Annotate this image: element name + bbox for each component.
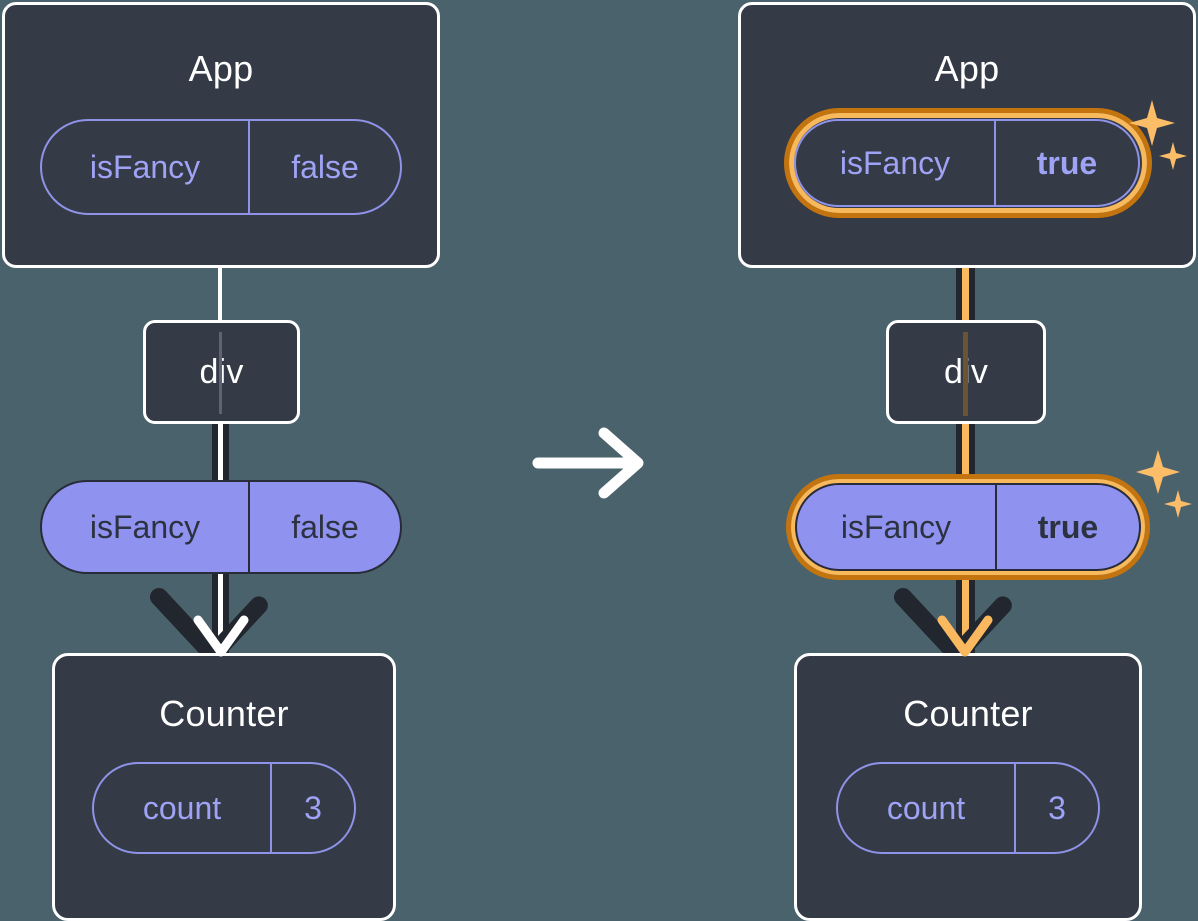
node-app-left-title: App bbox=[188, 48, 254, 89]
connector-prop-to-counter-left-core bbox=[218, 566, 223, 662]
node-app-right-title: App bbox=[934, 48, 1000, 89]
state-pill-app-left[interactable]: isFancy false bbox=[40, 119, 402, 215]
connector-inside-div-left bbox=[219, 332, 222, 414]
node-app-left[interactable]: App isFancy false bbox=[2, 2, 440, 268]
prop-pill-left-key: isFancy bbox=[89, 509, 201, 545]
state-pill-counter-right[interactable]: count 3 bbox=[836, 762, 1100, 854]
state-pill-app-right-key: isFancy bbox=[839, 145, 951, 181]
node-counter-right-title: Counter bbox=[903, 693, 1033, 734]
node-counter-left[interactable]: Counter count 3 bbox=[52, 653, 396, 921]
state-pill-counter-left[interactable]: count 3 bbox=[92, 762, 356, 854]
prop-pill-right-value: true bbox=[1037, 509, 1099, 545]
arrow-head-left bbox=[193, 615, 249, 657]
prop-pill-left[interactable]: isFancy false bbox=[40, 480, 402, 574]
state-pill-counter-right-key: count bbox=[886, 790, 966, 826]
state-pill-app-left-value: false bbox=[291, 149, 359, 185]
node-app-right[interactable]: App isFancy true bbox=[738, 2, 1196, 268]
connector-div-to-prop-right-core bbox=[962, 420, 969, 484]
state-pill-app-left-key: isFancy bbox=[89, 149, 201, 185]
prop-pill-right[interactable]: isFancy true bbox=[795, 483, 1141, 571]
prop-pill-right-key: isFancy bbox=[840, 509, 952, 545]
node-counter-right[interactable]: Counter count 3 bbox=[794, 653, 1142, 921]
state-pill-app-right-value: true bbox=[1036, 145, 1098, 181]
pill-divider bbox=[1014, 764, 1016, 852]
state-pill-app-right[interactable]: isFancy true bbox=[794, 119, 1140, 207]
pill-divider bbox=[248, 121, 250, 213]
arrow-head-right bbox=[937, 615, 993, 657]
state-pill-counter-left-value: 3 bbox=[304, 790, 322, 826]
pill-divider bbox=[995, 485, 997, 569]
connector-app-to-div-right-core bbox=[962, 222, 969, 322]
connector-inside-div-right bbox=[963, 332, 968, 416]
prop-pill-left-value: false bbox=[291, 509, 359, 545]
state-pill-counter-left-key: count bbox=[142, 790, 222, 826]
connector-prop-to-counter-right-core bbox=[962, 566, 969, 662]
node-counter-left-title: Counter bbox=[159, 693, 289, 734]
sparkles-icon-prop-right bbox=[1136, 450, 1192, 518]
pill-divider bbox=[248, 482, 250, 572]
connector-div-to-prop-left-core bbox=[218, 420, 223, 484]
pill-divider bbox=[270, 764, 272, 852]
connector-app-to-div-left bbox=[218, 266, 222, 322]
arrow-right-icon bbox=[532, 427, 644, 499]
state-pill-counter-right-value: 3 bbox=[1048, 790, 1066, 826]
pill-divider bbox=[994, 121, 996, 205]
